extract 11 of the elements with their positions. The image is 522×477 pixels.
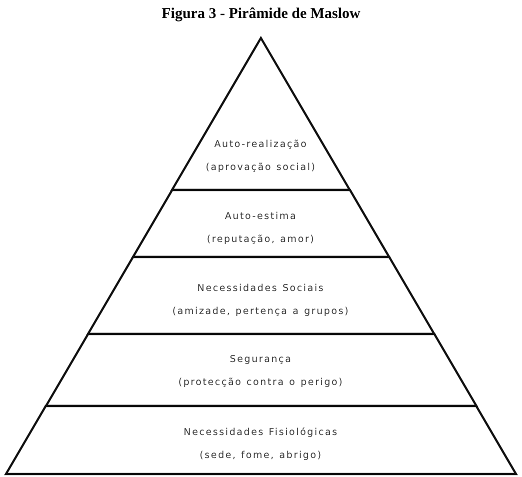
tier-description: (sede, fome, abrigo) [200,449,322,462]
tier-heading: Auto-estima [224,210,298,223]
tier-heading: Necessidades Sociais [197,282,325,295]
tier-heading: Segurança [230,353,292,366]
tier-description: (reputação, amor) [206,233,316,246]
tier-heading: Necessidades Fisiológicas [184,426,338,439]
tier-description: (protecção contra o perigo) [178,376,344,389]
figure-title: Figura 3 - Pirâmide de Maslow [162,5,360,23]
tier-heading: Auto-realização [214,138,308,151]
tier-description: (amizade, pertença a grupos) [172,305,350,318]
tier-description: (aprovação social) [206,161,316,174]
